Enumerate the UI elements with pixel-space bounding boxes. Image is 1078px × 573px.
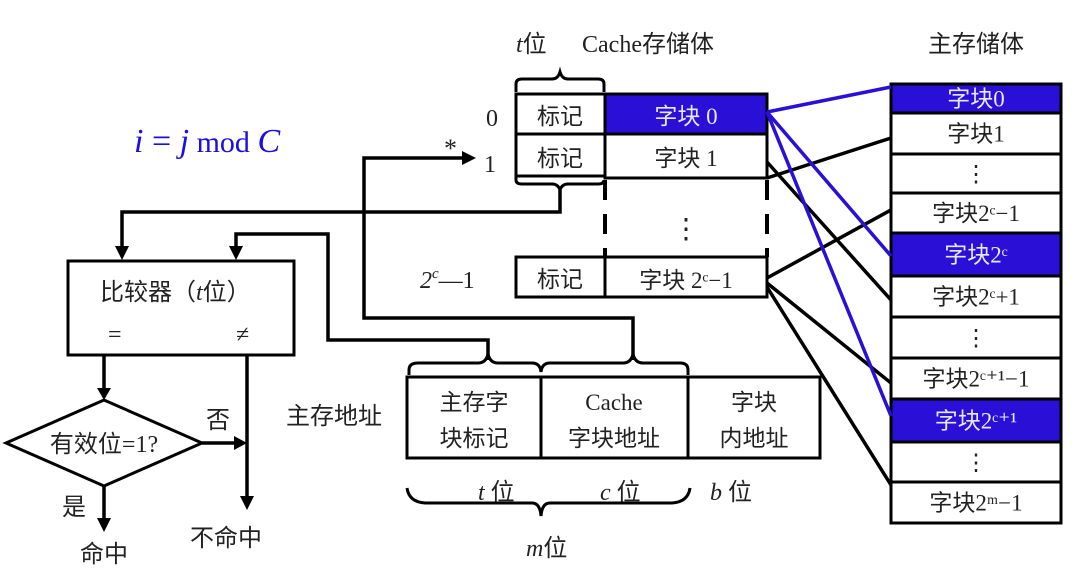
cache-row-0: 0 标记 字块 0 (486, 92, 769, 136)
address-label: 主存地址 (286, 403, 382, 430)
cache-tag-bits-label: t位 (516, 31, 547, 58)
comparator-box (66, 259, 296, 357)
address-field-tag: 主存字 块标记 (440, 390, 509, 451)
cache-row-last: 2c—1 标记 字块 2ᶜ−1 (420, 255, 769, 299)
address-field-offset: 字块 内地址 (720, 390, 789, 451)
offset-bits-label: b 位 (710, 479, 752, 506)
main-memory-block (889, 480, 1063, 525)
main-memory-block-label: 字块0 (947, 87, 1005, 112)
formula-eq: = (143, 123, 179, 160)
address-field-line2: 字块地址 (568, 426, 660, 451)
arrow-down-icon (97, 518, 111, 532)
label-hit: 命中 (80, 541, 128, 568)
cache-title: Cache存储体 (582, 31, 714, 58)
cache-block-label: 字块 0 (654, 104, 717, 129)
cache-row-index: 2c—1 (420, 266, 475, 294)
map-line-block1-to-mm1 (766, 136, 892, 180)
formula-i: i (134, 123, 143, 160)
main-memory-block-label: 字块2ᵐ−1 (929, 491, 1022, 516)
cache-tag-label: 标记 (537, 267, 583, 292)
cache-row-1: 1 标记 字块 1 (484, 132, 769, 180)
decision-question: 有效位=1? (50, 431, 158, 458)
cache-block-label: 字块 2ᶜ−1 (639, 268, 733, 293)
map-line-last-to-mm2m-1 (765, 286, 893, 486)
cache-block-label: 字块 1 (654, 146, 717, 171)
arrow-down-icon (240, 496, 254, 510)
m-bits-brace (405, 487, 692, 517)
cache-tag-label: 标记 (537, 104, 583, 129)
main-memory-title: 主存储体 (928, 31, 1024, 58)
main-memory-block (889, 274, 1063, 319)
comparator-not-equal: ≠ (236, 322, 249, 348)
cache-tag-brace-bottom (514, 176, 606, 195)
map-line-block0-to-mm2c1 (765, 111, 893, 417)
map-line-block0-to-mm0 (766, 85, 892, 114)
total-bits-label: m位 (526, 535, 567, 562)
main-memory-block-label: 字块2ᶜ⁺¹−1 (923, 367, 1030, 392)
mapping-formula: i = j mod C (134, 123, 280, 160)
main-memory-ellipsis: ⋮ (965, 450, 988, 475)
main-memory-block-label: 字块2ᶜ⁺¹ (935, 409, 1018, 434)
main-memory-block (889, 152, 1063, 195)
address-field-line1: Cache (585, 390, 642, 415)
main-memory-block-highlighted (889, 82, 1063, 115)
cache-tag-brace-top (514, 66, 606, 92)
main-memory-block (889, 356, 1063, 401)
main-memory-block (889, 191, 1063, 235)
mapping-lines (765, 85, 893, 486)
cache-tag-cell (514, 255, 607, 299)
main-memory-block-label: 字块2ᶜ (944, 243, 1008, 268)
arrow-right-icon (462, 151, 476, 165)
label-no: 否 (206, 408, 230, 434)
main-memory-block-label: 字块1 (947, 122, 1005, 147)
main-memory-block (889, 111, 1063, 156)
cache-block-cell (603, 255, 769, 299)
address-top-braces (407, 353, 690, 375)
main-memory-block-label: 字块2ᶜ−1 (932, 201, 1020, 226)
address-field-line1: 字块 (731, 390, 777, 415)
cache-ellipsis: ⋮ (672, 214, 700, 245)
arrow-right-icon (234, 436, 247, 450)
cache-row-index: 0 (486, 106, 498, 132)
address-field-line1: 主存字 (440, 390, 509, 415)
wire-address-tag-to-comparator (234, 232, 490, 360)
address-box (405, 375, 822, 460)
wire-cache-index-to-row (362, 156, 635, 360)
main-memory-blocks: 字块0 字块1 ⋮ 字块2ᶜ−1 字块2ᶜ 字块2ᶜ+1 ⋮ 字块2ᶜ⁺¹−1 字块2ᶜ⁺¹ ⋮ 字… (889, 82, 1063, 525)
address-field-line2: 块标记 (440, 426, 509, 451)
map-line-block0-to-mm2c (765, 110, 893, 258)
arrow-down-icon (97, 388, 111, 400)
formula-mod: mod (189, 126, 257, 159)
address-field-line2: 内地址 (720, 426, 789, 451)
wire-tag-to-comparator (120, 190, 562, 250)
map-line-block1-to-mm2c1 (765, 160, 893, 302)
address-field-cache-index: Cache 字块地址 (568, 390, 660, 451)
label-yes: 是 (62, 495, 86, 521)
arrow-down-icon (115, 246, 129, 260)
formula-c: C (257, 123, 280, 160)
cache-block-cell (603, 132, 769, 180)
main-memory-block-label: 字块2ᶜ+1 (932, 285, 1020, 310)
main-memory-ellipsis: ⋮ (965, 326, 988, 351)
cache-tag-label: 标记 (537, 146, 583, 171)
main-memory-block-highlighted (889, 397, 1063, 444)
comparator-title: 比较器（t位） (100, 279, 251, 306)
map-line-last-to-mm2c-1 (766, 208, 892, 280)
main-memory-block (889, 440, 1063, 484)
arrow-down-icon (229, 246, 243, 260)
comparator-equal: = (108, 322, 122, 348)
pointer-marker: * (444, 134, 457, 163)
cache-row-index: 1 (484, 152, 496, 178)
label-miss: 不命中 (190, 525, 262, 552)
main-memory-ellipsis: ⋮ (965, 162, 988, 187)
formula-j: j (176, 123, 189, 160)
